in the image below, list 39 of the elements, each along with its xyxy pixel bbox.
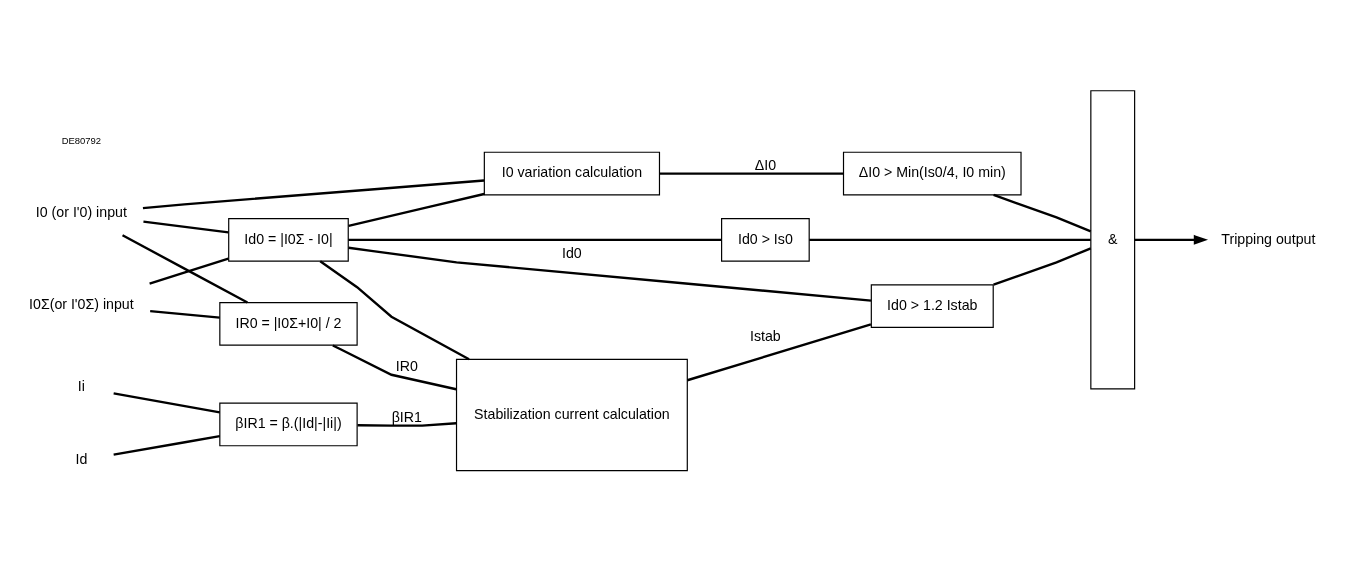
edge-label: Istab: [750, 328, 781, 345]
connector: [149, 257, 229, 285]
connector: [113, 435, 220, 456]
node-box: &: [1090, 90, 1136, 390]
connector: [332, 344, 457, 391]
connector: [142, 179, 485, 210]
edge-label: IR0: [395, 357, 418, 374]
connector: [993, 247, 1092, 286]
connector: [659, 172, 844, 175]
node-text: Tripping output: [1221, 230, 1316, 247]
connector: [357, 422, 457, 427]
node-box: Id0 > 1.2 Istab: [870, 284, 994, 328]
node-box: Id0 = |I0Σ - I0|: [228, 217, 349, 262]
connector: [348, 238, 722, 242]
node-box: IR0 = |I0Σ+I0| / 2: [219, 302, 358, 346]
node-box: ΔI0 > Min(Is0/4, I0 min): [842, 151, 1022, 196]
connector: [348, 192, 485, 228]
arrow: [1134, 234, 1209, 245]
connector: [993, 193, 1092, 233]
connector: [121, 234, 248, 304]
connector: [113, 392, 220, 414]
connector: [319, 260, 470, 361]
node-text: I0 (or I'0) input: [35, 204, 127, 221]
edge-label: Id0: [562, 245, 582, 262]
connector: [150, 310, 220, 319]
node-text: Ii: [77, 378, 85, 395]
node-box: βIR1 = β.(|Id|-|Ii|): [219, 402, 358, 447]
node-text: Id: [75, 450, 88, 467]
connector: [348, 246, 872, 302]
node-box: Stabilization current calculation: [455, 358, 688, 472]
node-text: I0Σ(or I'0Σ) input: [29, 295, 134, 312]
connector: [809, 238, 1091, 242]
edge-label: βIR1: [391, 408, 422, 425]
connector: [687, 323, 872, 382]
label: DE80792: [61, 134, 102, 146]
edge-label: ΔI0: [754, 156, 777, 173]
connector: [143, 220, 229, 234]
node-box: I0 variation calculation: [483, 151, 661, 196]
node-box: Id0 > Is0: [721, 217, 810, 262]
